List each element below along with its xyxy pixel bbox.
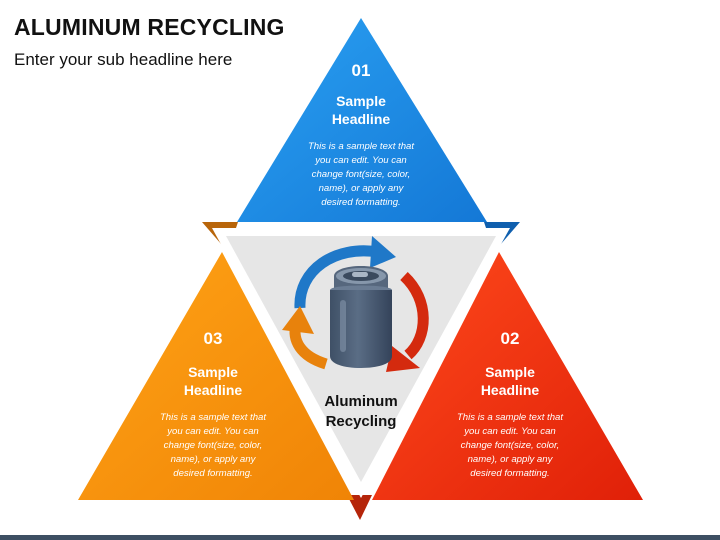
- step-triangle-01: [237, 18, 487, 222]
- svg-text:you can edit. You can: you can edit. You can: [314, 155, 407, 166]
- svg-text:desired formatting.: desired formatting.: [173, 468, 252, 479]
- step-headline-03-line1: Sample: [188, 364, 238, 380]
- center-label-line2: Recycling: [326, 413, 397, 430]
- step-body-02: This is a sample text that you can edit.…: [457, 412, 563, 479]
- svg-text:change font(size, color,: change font(size, color,: [312, 169, 411, 180]
- step-number-02: 02: [501, 329, 520, 348]
- step-headline-02-line1: Sample: [485, 364, 535, 380]
- page-title: ALUMINUM RECYCLING: [14, 14, 285, 40]
- svg-text:This is a sample text that: This is a sample text that: [457, 412, 563, 423]
- svg-text:you can edit. You can: you can edit. You can: [166, 426, 259, 437]
- fold-corner-bottom: [347, 495, 372, 520]
- step-number-01: 01: [352, 61, 371, 80]
- page-subtitle: Enter your sub headline here: [14, 50, 233, 69]
- center-label-line1: Aluminum: [324, 393, 397, 410]
- step-body-03: This is a sample text that you can edit.…: [160, 412, 266, 479]
- step-headline-01-line2: Headline: [332, 111, 391, 127]
- svg-text:desired formatting.: desired formatting.: [321, 197, 400, 208]
- svg-text:desired formatting.: desired formatting.: [470, 468, 549, 479]
- step-triangle-03: [78, 252, 354, 500]
- svg-text:change font(size, color,: change font(size, color,: [164, 440, 263, 451]
- step-body-01: This is a sample text that you can edit.…: [308, 141, 414, 208]
- step-headline-01-line1: Sample: [336, 93, 386, 109]
- svg-text:you can edit. You can: you can edit. You can: [463, 426, 556, 437]
- svg-text:This is a sample text that: This is a sample text that: [308, 141, 414, 152]
- svg-text:name), or apply any: name), or apply any: [171, 454, 257, 465]
- aluminum-can-icon: [330, 266, 392, 368]
- svg-text:This is a sample text that: This is a sample text that: [160, 412, 266, 423]
- step-number-03: 03: [204, 329, 223, 348]
- step-triangle-02: [372, 252, 643, 500]
- svg-text:name), or apply any: name), or apply any: [468, 454, 554, 465]
- step-headline-02-line2: Headline: [481, 382, 540, 398]
- bottom-bar: [0, 535, 720, 540]
- step-headline-03-line2: Headline: [184, 382, 243, 398]
- svg-text:name), or apply any: name), or apply any: [319, 183, 405, 194]
- svg-text:change font(size, color,: change font(size, color,: [461, 440, 560, 451]
- recycle-arrows-icon: [282, 236, 429, 372]
